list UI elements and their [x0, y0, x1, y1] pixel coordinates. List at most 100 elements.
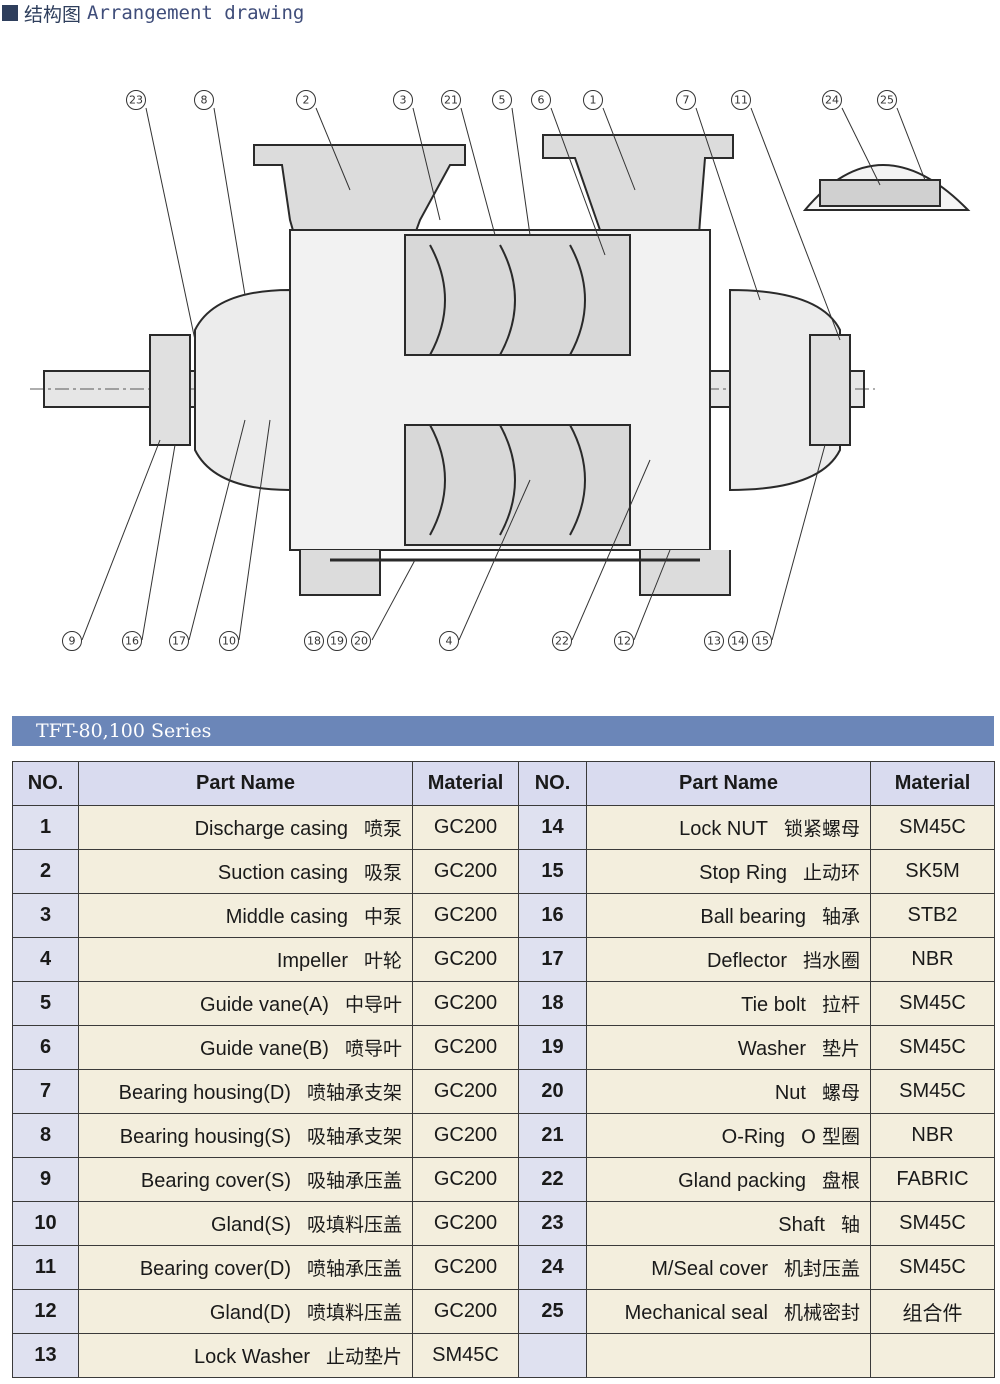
part-name-cell: Suction casing 吸泵 — [78, 849, 413, 894]
svg-text:13: 13 — [707, 635, 721, 648]
part-name-cn: 机封压盖 — [783, 1258, 860, 1280]
svg-text:9: 9 — [69, 635, 76, 648]
part-name-en: Deflector — [706, 950, 787, 972]
svg-text:4: 4 — [446, 635, 453, 648]
part-number: 17 — [518, 937, 587, 982]
callout-4: 4 — [439, 631, 459, 651]
svg-text:17: 17 — [172, 635, 186, 648]
part-name-cn: 喷导叶 — [344, 1038, 402, 1060]
callout-7: 7 — [676, 90, 696, 110]
part-material — [870, 1333, 995, 1378]
parts-table: NO. Part Name Material NO. Part Name Mat… — [12, 761, 995, 1378]
part-name-cn: 轴 — [840, 1214, 860, 1236]
part-name-en: Bearing housing(S) — [119, 1126, 291, 1148]
header-title-zh: 结构图 — [24, 3, 82, 26]
table-header-row: NO. Part Name Material NO. Part Name Mat… — [12, 761, 995, 806]
callout-2: 2 — [296, 90, 316, 110]
series-title: TFT-80,100 Series — [36, 720, 212, 742]
part-name-en: Washer — [737, 1038, 806, 1060]
part-name-en: Lock Washer — [194, 1346, 310, 1368]
col-header-part-name: Part Name — [586, 761, 871, 806]
part-name-cn: 吸泵 — [363, 862, 402, 884]
part-name-cell: Bearing housing(S)吸轴承支架 — [78, 1113, 413, 1158]
svg-text:7: 7 — [683, 94, 690, 107]
part-name-en: Suction casing — [217, 862, 348, 884]
part-number: 1 — [12, 805, 79, 850]
part-name-cn: O 型圈 — [801, 1126, 860, 1148]
callout-14: 14 — [728, 631, 748, 651]
part-number: 9 — [12, 1157, 79, 1202]
part-material: GC200 — [412, 1025, 519, 1070]
col-header-no: NO. — [12, 761, 79, 806]
part-number: 8 — [12, 1113, 79, 1158]
svg-text:20: 20 — [354, 635, 368, 648]
part-name-en: O-Ring — [721, 1126, 785, 1148]
svg-text:5: 5 — [499, 94, 506, 107]
part-material: GC200 — [412, 805, 519, 850]
part-name-cn: 吸轴承压盖 — [306, 1170, 402, 1192]
part-material: FABRIC — [870, 1157, 995, 1202]
part-name-cn: 叶轮 — [363, 950, 402, 972]
part-number: 24 — [518, 1245, 587, 1290]
part-material: SM45C — [870, 1245, 995, 1290]
part-material: GC200 — [412, 981, 519, 1026]
part-name-cn: 锁紧螺母 — [783, 818, 860, 840]
part-name-cn: 螺母 — [821, 1082, 860, 1104]
pump-cross-section-drawing: 23 8 2 3 21 5 6 1 7 11 24 25 9 16 17 10 … — [30, 90, 971, 651]
svg-text:11: 11 — [734, 94, 748, 107]
part-number: 18 — [518, 981, 587, 1026]
callout-10: 10 — [219, 631, 239, 651]
part-number: 7 — [12, 1069, 79, 1114]
part-name-cn: 挡水圈 — [802, 950, 860, 972]
part-name-cell: Deflector 挡水圈 — [586, 937, 871, 982]
callout-23: 23 — [126, 90, 146, 110]
left-bearing-housing — [194, 288, 291, 492]
part-number: 21 — [518, 1113, 587, 1158]
callout-19: 19 — [327, 631, 347, 651]
part-material: NBR — [870, 937, 995, 982]
part-name-en: Stop Ring — [699, 862, 787, 884]
svg-text:16: 16 — [125, 635, 139, 648]
callout-21: 21 — [441, 90, 461, 110]
part-name-cell: Guide vane(A)中导叶 — [78, 981, 413, 1026]
part-name-cn: 止动垫片 — [325, 1346, 402, 1368]
part-name-cn: 吸填料压盖 — [306, 1214, 402, 1236]
part-material: GC200 — [412, 1201, 519, 1246]
svg-text:2: 2 — [303, 94, 310, 107]
part-name-en: Gland(S) — [210, 1214, 291, 1236]
part-name-cn: 止动环 — [802, 862, 860, 884]
callout-13: 13 — [704, 631, 724, 651]
svg-text:8: 8 — [201, 94, 208, 107]
part-number: 23 — [518, 1201, 587, 1246]
part-name-cn: 中泵 — [363, 906, 402, 928]
part-name-cell: Bearing cover(S)吸轴承压盖 — [78, 1157, 413, 1202]
part-number — [518, 1333, 587, 1378]
part-material: GC200 — [412, 1289, 519, 1334]
part-material: NBR — [870, 1113, 995, 1158]
part-name-en: Bearing housing(D) — [118, 1082, 291, 1104]
part-name-en: Discharge casing — [194, 818, 348, 840]
part-number: 2 — [12, 849, 79, 894]
part-number: 6 — [12, 1025, 79, 1070]
part-material: GC200 — [412, 1157, 519, 1202]
part-name-cn: 垫片 — [821, 1038, 860, 1060]
part-name-cell: Stop Ring 止动环 — [586, 849, 871, 894]
part-name-en: Gland(D) — [209, 1302, 291, 1324]
part-material: SK5M — [870, 849, 995, 894]
part-name-en: Guide vane(B) — [200, 1038, 329, 1060]
part-name-en: Nut — [774, 1082, 806, 1104]
part-material: SM45C — [870, 981, 995, 1026]
part-number: 25 — [518, 1289, 587, 1334]
callout-17: 17 — [169, 631, 189, 651]
part-name-cell: Lock Washer 止动垫片 — [78, 1333, 413, 1378]
part-material: SM45C — [870, 805, 995, 850]
part-name-en: Tie bolt — [741, 994, 806, 1016]
